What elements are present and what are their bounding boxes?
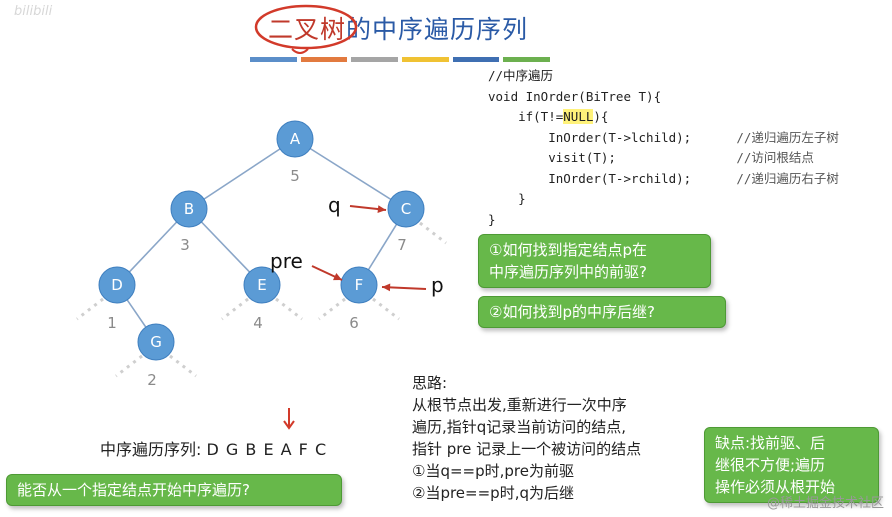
color-bar-segment — [300, 57, 348, 62]
callout-successor-question: ②如何找到p的中序后继? — [478, 296, 726, 328]
pointer-q-label: q — [328, 193, 341, 217]
sequence-value: D G B E A F C — [206, 440, 328, 459]
null-stub — [221, 297, 249, 321]
null-stub — [318, 297, 346, 321]
drawback-line1: 缺点:找前驱、后 — [715, 434, 826, 452]
null-stub — [169, 354, 197, 378]
code-line: void InOrder(BiTree T){ — [488, 88, 662, 104]
pointer-pre-label: pre — [270, 249, 303, 273]
null-stub — [372, 297, 400, 321]
pointer-p-label: p — [431, 273, 444, 297]
inorder-sequence: 中序遍历序列: D G B E A F C — [100, 436, 327, 460]
color-bar-segment — [452, 57, 500, 62]
tree-node-label: A — [290, 130, 301, 148]
tree-node-E — [243, 266, 281, 304]
inorder-index-label: 3 — [180, 236, 190, 254]
code-line: } — [488, 191, 526, 206]
tree-edge — [294, 138, 407, 210]
code-line: if(T!=NULL){ — [488, 109, 609, 124]
pointer-arrowhead — [382, 283, 391, 292]
title-part1: 二叉树 — [268, 15, 347, 44]
sequence-label: 中序遍历序列: — [100, 440, 202, 459]
tree-node-label: E — [257, 276, 266, 294]
tree-node-label: G — [150, 333, 162, 351]
title-part2: 的中序遍历序列 — [346, 15, 529, 44]
callout-start-question: 能否从一个指定结点开始中序遍历? — [6, 474, 342, 506]
inorder-code-block: //中序遍历 void InOrder(BiTree T){ if(T!=NULL… — [488, 66, 839, 230]
bilibili-watermark: bilibili — [14, 4, 53, 19]
callout-drawback: 缺点:找前驱、后 继很不方便;遍历 操作必须从根开始 — [704, 427, 879, 503]
tree-node-label: D — [111, 276, 123, 294]
tree-edges — [116, 138, 407, 343]
pointer-arrowhead — [377, 205, 386, 213]
tree-edge — [188, 138, 296, 210]
drawback-line2: 继很不方便;遍历 — [715, 456, 826, 474]
color-bar-segment — [503, 57, 551, 62]
tree-node-label: F — [355, 276, 364, 294]
color-bar-segment — [351, 57, 399, 62]
down-arrow-annotation — [283, 408, 295, 430]
tree-node-G — [137, 323, 175, 361]
inorder-index-label: 5 — [290, 167, 300, 185]
tree-node-F — [340, 266, 378, 304]
code-line: InOrder(T->rchild); //递归遍历右子树 — [488, 170, 839, 186]
inorder-index-label: 1 — [107, 314, 117, 332]
code-line: //中序遍历 — [488, 68, 554, 83]
page-title: 二叉树的中序遍历序列 — [268, 10, 528, 46]
tree-node-C — [387, 190, 425, 228]
inorder-index-label: 6 — [349, 314, 359, 332]
code-line: visit(T); //访问根结点 — [488, 150, 814, 165]
null-stub — [275, 297, 303, 321]
callout-predecessor-question: ①如何找到指定结点p在 中序遍历序列中的前驱? — [478, 234, 711, 288]
null-stub — [76, 297, 104, 321]
juejin-watermark: @稀土掘金技术社区 — [766, 496, 884, 511]
null-pointer-stubs — [76, 221, 447, 378]
null-stub — [115, 354, 143, 378]
color-bar-segment — [402, 57, 449, 62]
tree-node-label: C — [401, 200, 411, 218]
drawback-line3: 操作必须从根开始 — [715, 478, 836, 496]
null-stub — [419, 221, 447, 245]
code-line: } — [488, 211, 496, 227]
color-bar-segment — [250, 57, 297, 62]
pointer-arrowhead — [333, 273, 342, 281]
title-color-bar — [250, 57, 551, 63]
tree-node-D — [98, 266, 136, 304]
inorder-index-label: 2 — [147, 371, 157, 389]
title-circle-annotation — [254, 4, 358, 54]
pointer-arrows: q pre p — [270, 193, 444, 297]
inorder-index-label: 7 — [397, 236, 407, 254]
tree-nodes: A 5B 3 C 7D 1 E 4 F 6G 2 — [98, 120, 425, 389]
tree-node-label: B — [184, 200, 194, 218]
tree-node-B — [170, 190, 208, 228]
inorder-index-label: 4 — [253, 314, 263, 332]
code-line: InOrder(T->lchild); //递归遍历左子树 — [488, 129, 839, 145]
tree-node-A — [276, 120, 314, 158]
approach-notes: 思路: 从根节点出发,重新进行一次中序 遍历,指针q记录当前访问的结点, 指针 … — [412, 374, 642, 502]
